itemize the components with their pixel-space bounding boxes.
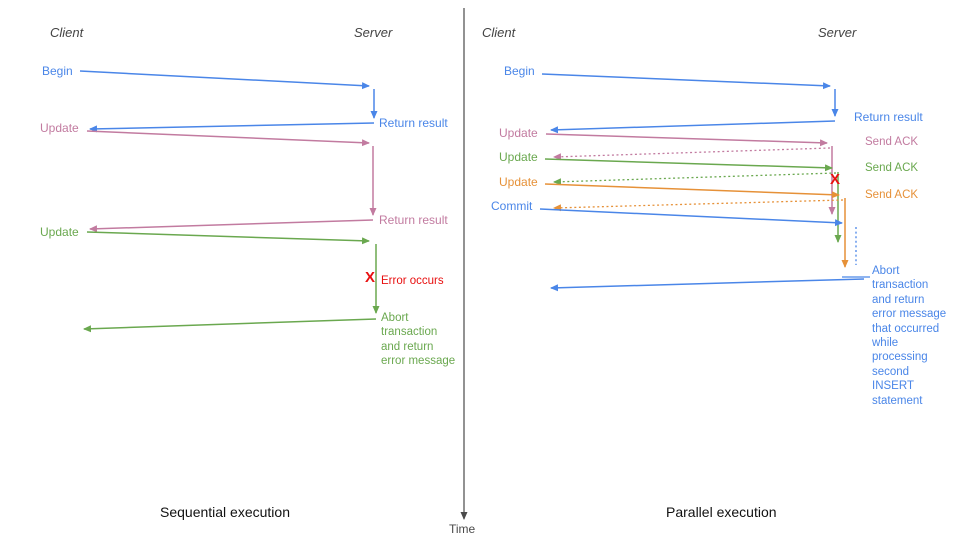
left-update-2-request-arrow [86,231,370,245]
left-update-1-request-arrow [86,130,370,147]
right-begin-request-arrow [541,73,831,90]
left-begin-label: Begin [42,64,73,78]
left-server-header: Server [354,25,393,40]
left-update-1-label: Update [40,121,79,135]
right-error-x-icon: X [830,171,841,188]
right-send-ack-1-arrow [553,147,831,161]
left-abort-return-arrow [83,318,377,333]
right-caption-parallel-execution: Parallel execution [666,504,777,520]
right-update-2-request-arrow [544,158,833,172]
right-update-3-request-arrow [544,183,840,199]
left-return-result-2-label: Return result [379,213,448,227]
left-return-result-2-arrow [89,219,374,233]
left-caption-sequential-execution: Sequential execution [160,504,290,520]
right-abort-return-arrow [550,278,865,292]
right-send-ack-3-label: Send ACK [865,189,919,201]
left-client-header: Client [50,25,84,40]
right-return-result-label: Return result [854,110,923,124]
right-server-header: Server [818,25,857,40]
left-update-2-label: Update [40,225,79,239]
right-return-result-arrow [550,120,836,134]
right-abort-note: Abort transaction and return error messa… [872,265,947,407]
right-begin-label: Begin [504,64,535,78]
right-send-ack-2-arrow [553,172,837,186]
left-abort-note: Abort transaction and return error messa… [381,312,456,368]
left-error-occurs-label: Error occurs [381,275,444,287]
left-begin-request-arrow [79,70,370,90]
right-update-3-label: Update [499,175,538,189]
right-update-2-label: Update [499,150,538,164]
right-commit-label: Commit [491,199,533,213]
right-update-1-label: Update [499,126,538,140]
right-update-1-request-arrow [545,133,828,147]
left-error-x-icon: X [365,269,376,286]
left-return-result-1-label: Return result [379,116,448,130]
right-send-ack-1-label: Send ACK [865,136,919,148]
right-send-ack-3-arrow [553,199,844,212]
right-commit-request-arrow [539,208,843,227]
time-axis-label: Time [449,522,476,536]
left-return-result-1-arrow [89,122,375,133]
right-client-header: Client [482,25,516,40]
right-send-ack-2-label: Send ACK [865,162,919,174]
